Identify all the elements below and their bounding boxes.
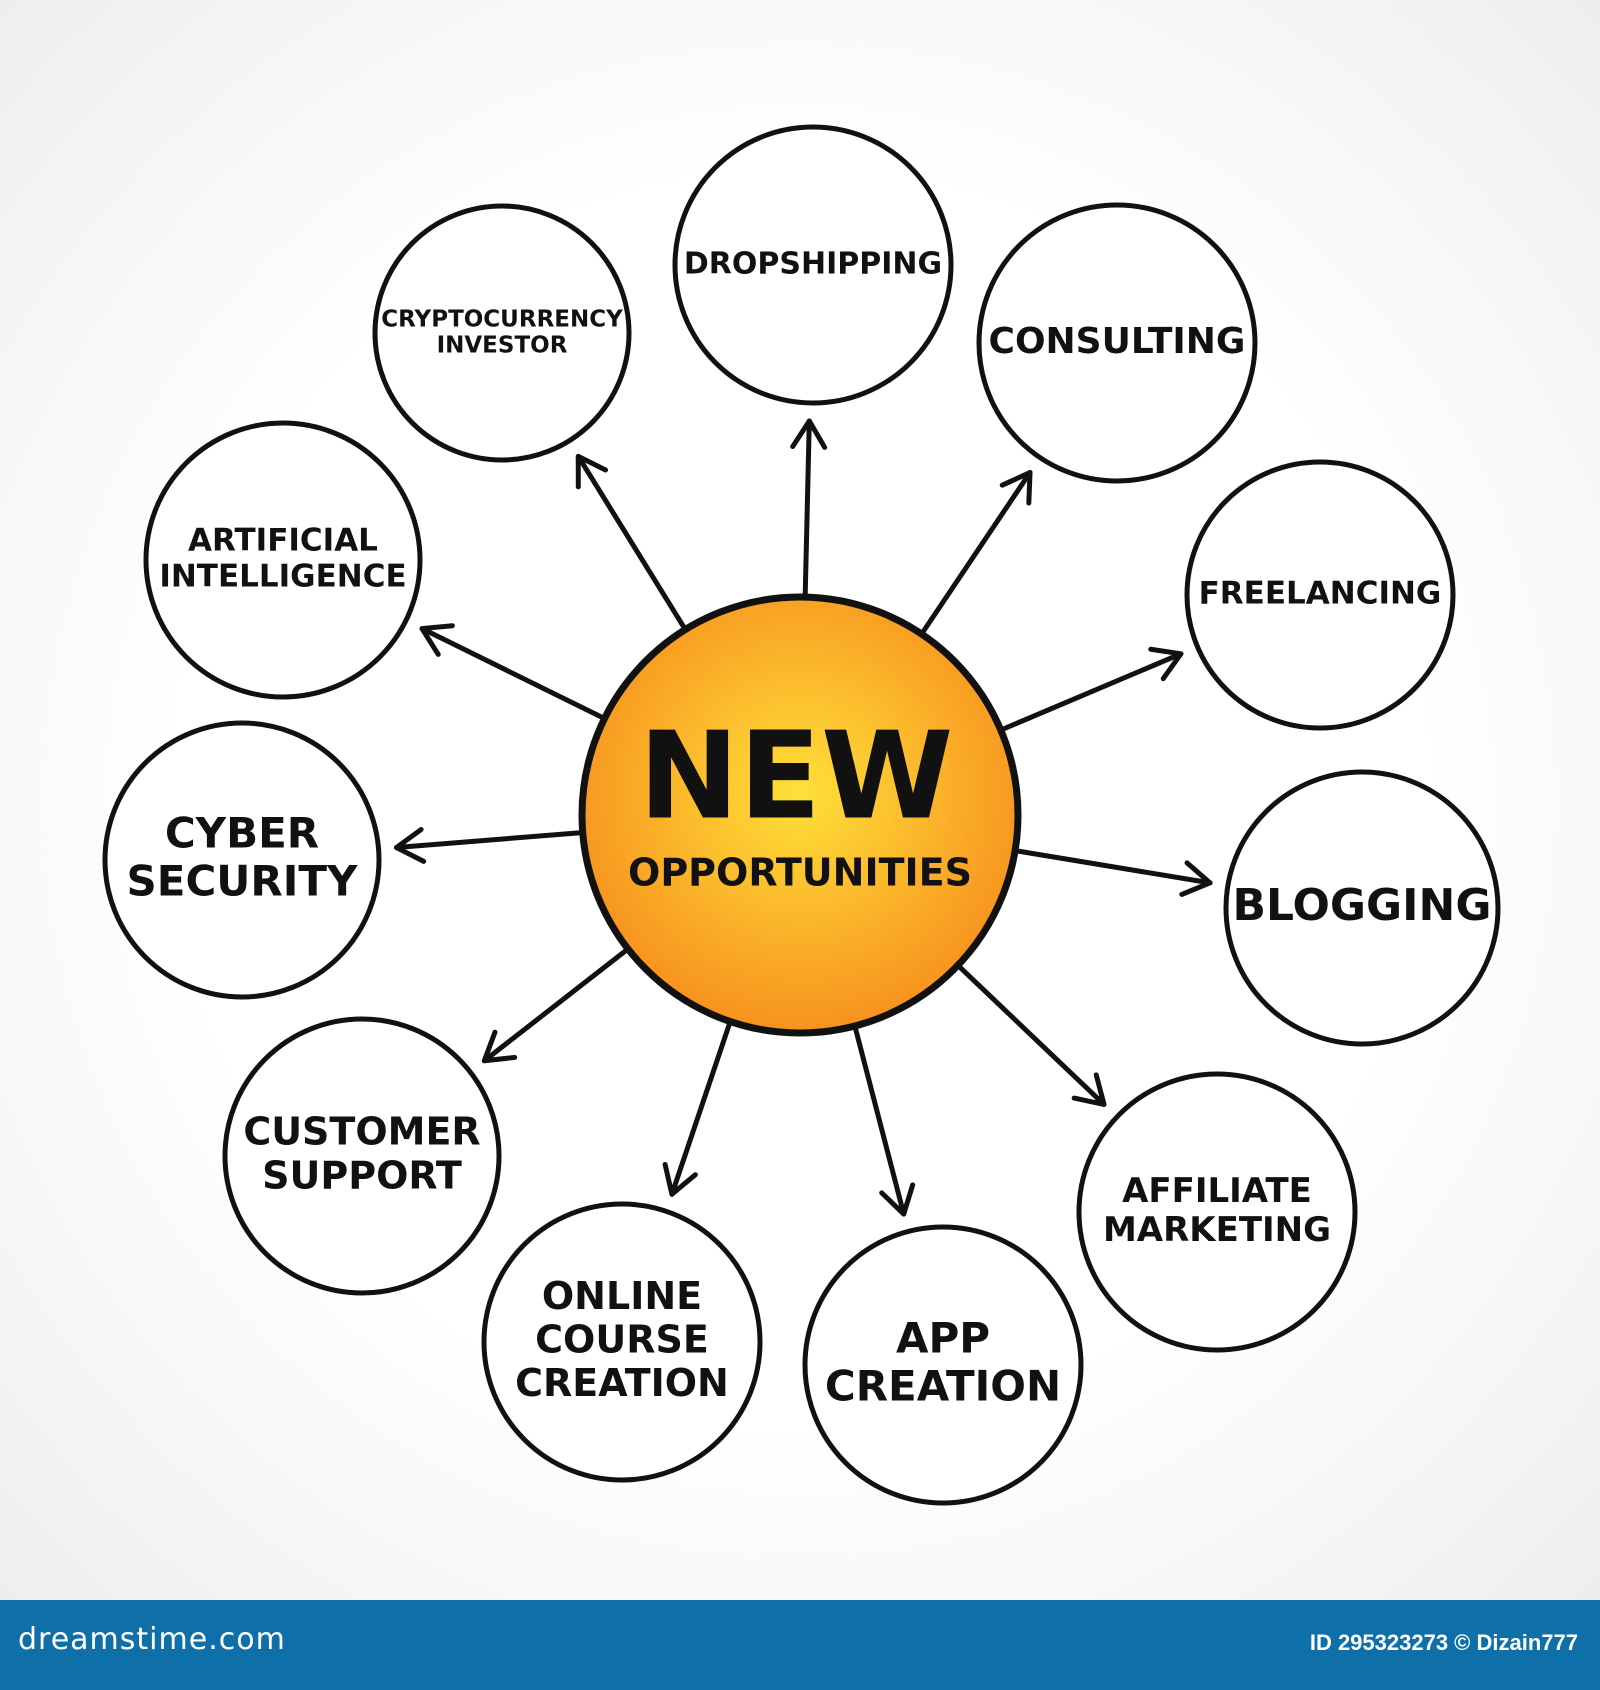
- footer-credit: ID 295323273 © Dizain777: [1309, 1630, 1578, 1655]
- node-label: ONLINE: [542, 1274, 702, 1318]
- arrow-head: [419, 623, 455, 657]
- node-circle: [802, 1224, 1084, 1506]
- arrow-head: [790, 418, 828, 450]
- node-label: CREATION: [825, 1362, 1061, 1411]
- arrow-cryptocurrency-investor: [575, 453, 686, 629]
- node-circle: [672, 124, 954, 406]
- center-subtitle: OPPORTUNITIES: [628, 851, 972, 895]
- node-circle: [372, 203, 632, 463]
- arrow-shaft: [921, 470, 1033, 634]
- node-circle: [976, 202, 1258, 484]
- arrow-online-course-creation: [662, 1022, 732, 1197]
- node-consulting: CONSULTING: [976, 202, 1258, 484]
- node-label: CYBER: [165, 808, 319, 857]
- node-circle: [1076, 1071, 1358, 1353]
- arrow-head: [1179, 860, 1213, 897]
- arrow-shaft: [481, 948, 628, 1064]
- node-label: FREELANCING: [1199, 576, 1442, 612]
- node-label: CONSULTING: [989, 321, 1246, 362]
- center-circle: [578, 593, 1022, 1037]
- arrow-cyber-security: [393, 827, 582, 864]
- node-label: DROPSHIPPING: [684, 247, 942, 282]
- arrows: [393, 418, 1213, 1217]
- node-circle: [143, 420, 423, 700]
- arrow-shaft: [669, 1022, 732, 1197]
- arrow-head: [662, 1161, 698, 1197]
- arrow-head: [1148, 646, 1184, 682]
- arrow-artificial-intelligence: [419, 623, 604, 720]
- arrow-shaft: [1001, 651, 1184, 731]
- arrow-head: [393, 827, 427, 864]
- node-label: COURSE: [535, 1318, 709, 1362]
- node-label: BLOGGING: [1233, 880, 1492, 931]
- footer-bar: dreamstime.com ID 295323273 © Dizain777: [0, 1600, 1600, 1690]
- node-dropshipping: DROPSHIPPING: [672, 124, 954, 406]
- node-label: CUSTOMER: [243, 1110, 480, 1154]
- node-label: INVESTOR: [437, 333, 568, 359]
- node-circle: [1184, 459, 1456, 731]
- arrow-shaft: [853, 1027, 907, 1217]
- arrow-head: [481, 1029, 518, 1064]
- node-label: CREATION: [515, 1361, 729, 1405]
- center-node: NEW OPPORTUNITIES: [578, 593, 1022, 1037]
- arrow-shaft: [575, 453, 686, 629]
- node-label: SECURITY: [127, 857, 358, 906]
- arrow-shaft: [419, 626, 604, 720]
- node-label: MARKETING: [1103, 1210, 1331, 1250]
- arrow-head: [575, 453, 609, 490]
- node-circle: [1223, 769, 1501, 1047]
- arrow-head: [1071, 1072, 1107, 1107]
- arrow-blogging: [1016, 848, 1213, 897]
- node-label: AFFILIATE: [1122, 1171, 1312, 1211]
- node-blogging: BLOGGING: [1223, 769, 1501, 1047]
- node-label: INTELLIGENCE: [159, 558, 406, 594]
- arrow-head: [879, 1182, 916, 1217]
- node-label: SUPPORT: [262, 1153, 462, 1197]
- nodes: DROPSHIPPING CONSULTING FREELANCING BLOGGIN…: [102, 124, 1501, 1506]
- arrow-affiliate-marketing: [958, 965, 1107, 1107]
- arrow-shaft: [393, 830, 582, 851]
- arrow-app-creation: [853, 1027, 916, 1217]
- arrow-shaft: [1016, 848, 1213, 886]
- node-label: CRYPTOCURRENCY: [381, 306, 623, 332]
- node-label: ARTIFICIAL: [188, 523, 378, 559]
- arrow-head: [999, 470, 1033, 506]
- node-label: APP: [896, 1313, 990, 1362]
- mind-map: DROPSHIPPING CONSULTING FREELANCING BLOGGIN…: [102, 124, 1501, 1506]
- node-circle: [222, 1016, 502, 1296]
- arrow-shaft: [802, 418, 812, 596]
- footer-logo: dreamstime.com: [18, 1622, 286, 1657]
- arrow-customer-support: [481, 948, 628, 1064]
- node-circle: [481, 1201, 763, 1483]
- center-title: NEW: [639, 708, 954, 847]
- arrow-consulting: [921, 470, 1033, 634]
- arrow-shaft: [958, 965, 1107, 1107]
- node-freelancing: FREELANCING: [1184, 459, 1456, 731]
- arrow-dropshipping: [790, 418, 828, 596]
- arrow-freelancing: [1001, 646, 1184, 731]
- node-circle: [102, 720, 382, 1000]
- diagram-canvas: DROPSHIPPING CONSULTING FREELANCING BLOGGIN…: [0, 0, 1600, 1600]
